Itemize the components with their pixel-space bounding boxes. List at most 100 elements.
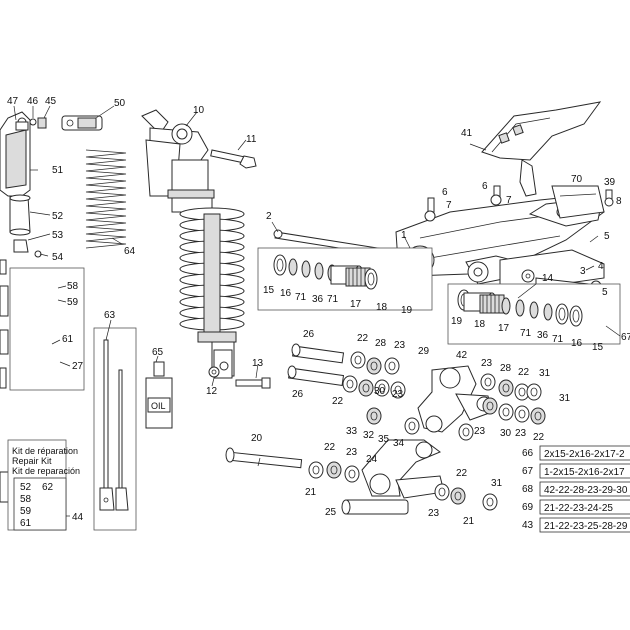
callout-52: 52 (52, 211, 64, 222)
ring (314, 262, 324, 280)
callout-51: 51 (52, 165, 64, 176)
bearing-bore (530, 387, 538, 397)
bearing-bore (534, 411, 542, 421)
bearing-bore (502, 383, 510, 393)
bearing-washer (526, 383, 542, 401)
shock-shaft (203, 213, 221, 333)
spring-coil (85, 149, 127, 249)
kit-panel-left (9, 267, 85, 391)
bearing-bore (438, 487, 446, 497)
callout-70: 70 (571, 174, 583, 185)
bearing-washer (458, 423, 474, 441)
callout-22c: 22 (332, 396, 344, 407)
repair-kit-title-en: Repair Kit (12, 456, 52, 466)
callout-39: 39 (604, 177, 616, 188)
bleed-valve (61, 115, 103, 131)
kit-row-num: 43 (522, 520, 534, 531)
ring (301, 260, 311, 278)
callout-16a: 16 (280, 288, 292, 299)
linkage-pins (225, 343, 409, 515)
callout-64: 64 (124, 246, 136, 257)
bearing-washer (434, 483, 450, 501)
repair-kit-title-es: Kit de reparación (12, 466, 80, 476)
callout-7b: 7 (506, 195, 512, 206)
repair-kit-title-fr: Kit de réparation (12, 446, 78, 456)
callout-22a: 22 (357, 333, 369, 344)
left-stack (0, 259, 11, 503)
callout-67a: 67 (621, 332, 630, 343)
ring (515, 299, 525, 317)
bearing-bore (486, 401, 494, 411)
bearing-washer (374, 379, 390, 397)
kit-row: 66 2x15-2x16-2x17-2 (522, 445, 630, 461)
bearing-bore (370, 411, 378, 421)
callout-23g: 23 (428, 508, 440, 519)
bearing-washer (344, 465, 360, 483)
ring (288, 258, 298, 276)
seal (273, 254, 287, 276)
kit-row-parts: 2x15-2x16-2x17-2 (544, 449, 625, 460)
callout-18b: 18 (474, 319, 486, 330)
callout-26b: 26 (292, 389, 304, 400)
bearing-washer (482, 493, 498, 511)
rocker-42 (417, 365, 493, 433)
bearing-bore (354, 355, 362, 365)
seal-bore (572, 309, 580, 323)
callout-36a: 36 (312, 294, 324, 305)
callout-23d: 23 (474, 426, 486, 437)
bearing-washer (450, 487, 466, 505)
callout-27: 27 (72, 361, 84, 372)
ring (501, 297, 511, 315)
bearing-washer (326, 461, 342, 479)
callout-23c: 23 (392, 389, 404, 400)
kit-row-num: 66 (522, 448, 534, 459)
bearing-washer (530, 407, 546, 425)
bearing-row-right (457, 289, 583, 327)
callout-3: 3 (580, 266, 586, 277)
seal-bore (558, 307, 566, 321)
ring (543, 303, 553, 321)
bearing-washer (342, 375, 358, 393)
callout-14: 14 (542, 273, 554, 284)
bearing-bore (518, 387, 526, 397)
seal (555, 303, 569, 325)
callout-59: 59 (67, 297, 79, 308)
callout-71b: 71 (327, 294, 339, 305)
bearing-bore (462, 427, 470, 437)
kit-table: 66 2x15-2x16-2x17-2 67 1-2x15-2x16-2x17 … (522, 445, 630, 533)
callout-labels: 47 46 45 50 10 11 41 51 52 53 54 64 58 5… (7, 96, 630, 527)
callout-29: 29 (418, 346, 430, 357)
bearing-row-left (273, 254, 378, 290)
callout-26a: 26 (303, 329, 315, 340)
bearing-washer (366, 407, 382, 425)
callout-24: 24 (366, 454, 378, 465)
callout-12: 12 (206, 386, 218, 397)
callout-11: 11 (246, 134, 257, 145)
callout-46: 46 (27, 96, 39, 107)
seal (569, 305, 583, 327)
seal-bore (367, 272, 375, 286)
callout-22f: 22 (456, 468, 468, 479)
callout-63: 63 (104, 310, 116, 321)
callout-41: 41 (461, 128, 473, 139)
bearing-bore (346, 379, 354, 389)
bearing-washer (350, 351, 366, 369)
seal (364, 268, 378, 290)
nut-12 (208, 366, 220, 378)
callout-35: 35 (378, 434, 390, 445)
callout-15b: 15 (592, 342, 604, 353)
shock-rod-63 (99, 339, 129, 511)
reservoir-assembly (0, 111, 42, 258)
callout-5b: 5 (602, 287, 608, 298)
callout-33: 33 (346, 426, 358, 437)
callout-1: 1 (401, 230, 407, 241)
bearing-washer (384, 357, 400, 375)
callout-34: 34 (393, 438, 405, 449)
callout-65: 65 (152, 347, 164, 358)
kit-code-58: 58 (20, 494, 32, 505)
callout-23a: 23 (394, 340, 406, 351)
needle-bearing (479, 294, 505, 314)
callout-4: 4 (598, 261, 604, 272)
repair-kit-legend: Kit de réparation Repair Kit Kit de repa… (12, 446, 80, 531)
repair-kit-box (13, 477, 67, 531)
